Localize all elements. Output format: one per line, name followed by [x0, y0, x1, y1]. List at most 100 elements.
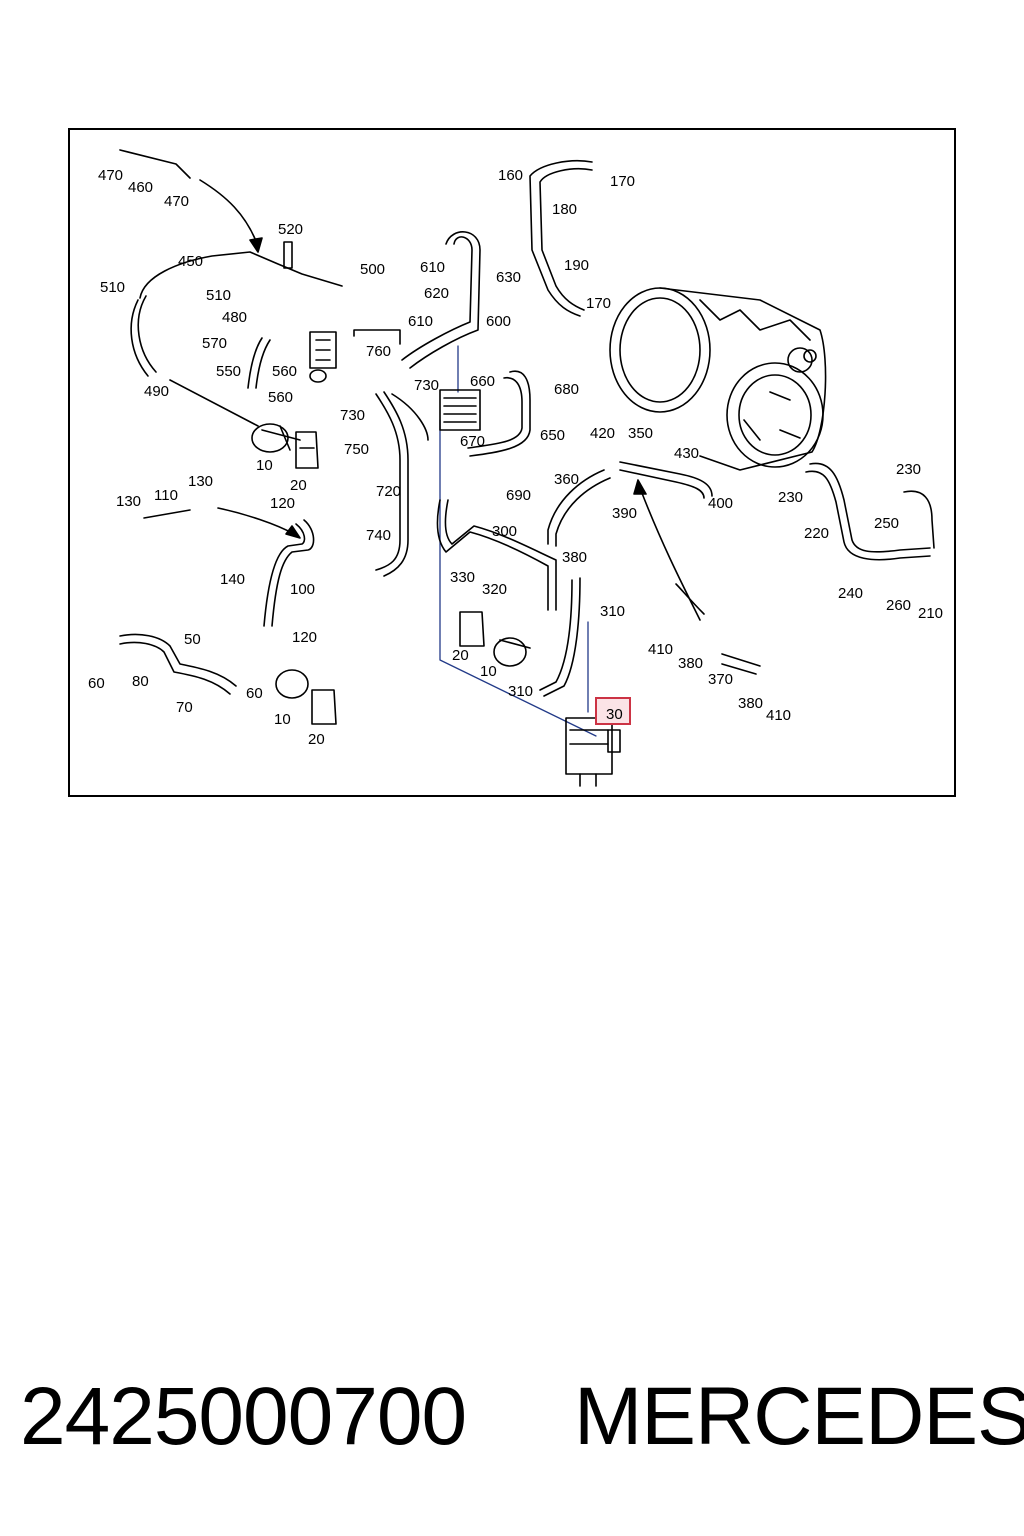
hose-160: [529, 159, 593, 317]
label-250[interactable]: 250: [874, 515, 899, 532]
hose-50: [119, 633, 237, 687]
label-190[interactable]: 190: [564, 257, 589, 274]
label-500[interactable]: 500: [360, 261, 385, 278]
label-730[interactable]: 730: [414, 377, 439, 394]
label-510[interactable]: 510: [206, 287, 231, 304]
label-750[interactable]: 750: [344, 441, 369, 458]
label-460[interactable]: 460: [128, 179, 153, 196]
label-480[interactable]: 480: [222, 309, 247, 326]
label-100[interactable]: 100: [290, 581, 315, 598]
hose-310: [539, 579, 573, 691]
label-690[interactable]: 690: [506, 487, 531, 504]
hose-300: [436, 499, 549, 611]
arrow-head: [249, 237, 263, 253]
label-380[interactable]: 380: [738, 695, 763, 712]
label-230[interactable]: 230: [778, 489, 803, 506]
label-330[interactable]: 330: [450, 569, 475, 586]
label-680[interactable]: 680: [554, 381, 579, 398]
label-720[interactable]: 720: [376, 483, 401, 500]
label-560[interactable]: 560: [272, 363, 297, 380]
label-320[interactable]: 320: [482, 581, 507, 598]
label-20[interactable]: 20: [452, 647, 469, 664]
label-730[interactable]: 730: [340, 407, 365, 424]
arrow-390: [639, 487, 701, 621]
label-30-highlighted[interactable]: 30: [606, 706, 623, 723]
label-740[interactable]: 740: [366, 527, 391, 544]
label-430[interactable]: 430: [674, 445, 699, 462]
label-450[interactable]: 450: [178, 253, 203, 270]
label-620[interactable]: 620: [424, 285, 449, 302]
label-470[interactable]: 470: [164, 193, 189, 210]
label-120[interactable]: 120: [270, 495, 295, 512]
label-260[interactable]: 260: [886, 597, 911, 614]
hose-720: [383, 391, 409, 577]
label-490[interactable]: 490: [144, 383, 169, 400]
parts-diagram: 470 460 470 520 450 510 500 510 480 570 …: [88, 149, 943, 787]
label-610[interactable]: 610: [408, 313, 433, 330]
label-650[interactable]: 650: [540, 427, 565, 444]
label-60[interactable]: 60: [246, 685, 263, 702]
label-310[interactable]: 310: [600, 603, 625, 620]
hose-550: [255, 339, 271, 389]
label-470[interactable]: 470: [98, 167, 123, 184]
label-410[interactable]: 410: [766, 707, 791, 724]
hose-220: [809, 462, 931, 553]
label-670[interactable]: 670: [460, 433, 485, 450]
label-170[interactable]: 170: [586, 295, 611, 312]
label-50[interactable]: 50: [184, 631, 201, 648]
label-240[interactable]: 240: [838, 585, 863, 602]
part-labels: 470 460 470 520 450 510 500 510 480 570 …: [88, 167, 943, 748]
label-370[interactable]: 370: [708, 671, 733, 688]
label-60[interactable]: 60: [88, 675, 105, 692]
label-210[interactable]: 210: [918, 605, 943, 622]
pump-10: [251, 423, 289, 453]
bracket-20: [295, 431, 319, 469]
label-400[interactable]: 400: [708, 495, 733, 512]
highlight-box-30[interactable]: [595, 697, 631, 725]
brand-name: MERCEDES: [574, 1371, 1024, 1462]
label-10[interactable]: 10: [274, 711, 291, 728]
label-160[interactable]: 160: [498, 167, 523, 184]
label-550[interactable]: 550: [216, 363, 241, 380]
label-560[interactable]: 560: [268, 389, 293, 406]
label-570[interactable]: 570: [202, 335, 227, 352]
label-510[interactable]: 510: [100, 279, 125, 296]
label-360[interactable]: 360: [554, 471, 579, 488]
label-220[interactable]: 220: [804, 525, 829, 542]
label-10[interactable]: 10: [480, 663, 497, 680]
label-20[interactable]: 20: [308, 731, 325, 748]
label-80[interactable]: 80: [132, 673, 149, 690]
label-660[interactable]: 660: [470, 373, 495, 390]
hose-100: [271, 519, 315, 627]
label-380[interactable]: 380: [562, 549, 587, 566]
label-390[interactable]: 390: [612, 505, 637, 522]
heater-30: [565, 717, 613, 775]
label-760[interactable]: 760: [366, 343, 391, 360]
label-380[interactable]: 380: [678, 655, 703, 672]
sensor-520: [283, 241, 293, 269]
label-140[interactable]: 140: [220, 571, 245, 588]
label-520[interactable]: 520: [278, 221, 303, 238]
label-110[interactable]: 110: [154, 487, 178, 504]
label-300[interactable]: 300: [492, 523, 517, 540]
label-310[interactable]: 310: [508, 683, 533, 700]
connector-560: [309, 331, 337, 369]
label-170[interactable]: 170: [610, 173, 635, 190]
label-10[interactable]: 10: [256, 457, 273, 474]
label-630[interactable]: 630: [496, 269, 521, 286]
label-130[interactable]: 130: [188, 473, 213, 490]
label-120[interactable]: 120: [292, 629, 317, 646]
label-180[interactable]: 180: [552, 201, 577, 218]
label-600[interactable]: 600: [486, 313, 511, 330]
label-130[interactable]: 130: [116, 493, 141, 510]
label-410[interactable]: 410: [648, 641, 673, 658]
label-230[interactable]: 230: [896, 461, 921, 478]
pump-10-bottom: [275, 669, 309, 699]
label-420[interactable]: 420: [590, 425, 615, 442]
motor-endcap: [726, 362, 824, 468]
label-20[interactable]: 20: [290, 477, 307, 494]
label-610[interactable]: 610: [420, 259, 445, 276]
label-350[interactable]: 350: [628, 425, 653, 442]
label-70[interactable]: 70: [176, 699, 193, 716]
hose-360: [547, 469, 605, 545]
